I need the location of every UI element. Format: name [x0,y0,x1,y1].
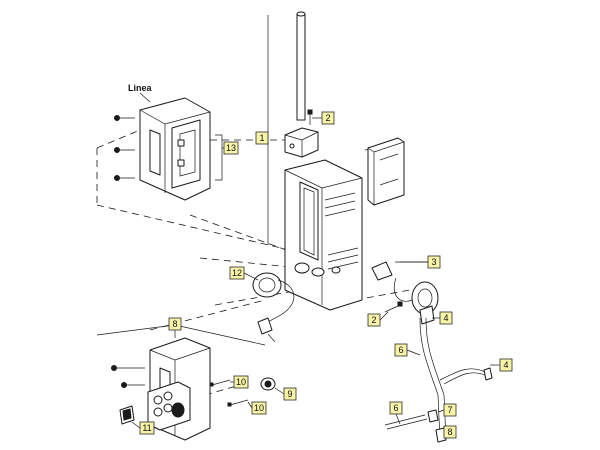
callout-13: 13 [222,141,239,155]
svg-text:6: 6 [393,403,398,413]
svg-text:13: 13 [226,143,236,153]
screws-casing [114,115,135,181]
linea-leader [139,92,151,103]
screw-2-lower [384,301,403,313]
knob-9 [260,377,276,391]
svg-text:11: 11 [142,423,151,433]
valve-control-assembly [371,261,439,325]
gas-pipes [384,317,493,443]
callout-8-panel: 8 [168,317,182,338]
callout-10-lower: 10 [247,401,267,415]
callout-8-pipe: 8 [443,425,457,439]
screws-10 [209,379,249,407]
svg-text:2: 2 [371,315,376,325]
callout-6-upper: 6 [394,343,421,357]
callout-2-top: 2 [312,111,335,125]
screw-2-top [307,109,313,125]
callout-2-lower: 2 [367,311,389,327]
clamp-block [284,127,319,158]
vertical-rod [296,11,306,121]
callout-9: 9 [274,387,297,401]
svg-text:4: 4 [443,313,448,323]
round-sensor [252,272,295,343]
callout-3: 3 [395,255,441,269]
callout-12: 12 [229,266,259,281]
svg-text:8: 8 [447,427,452,437]
svg-text:2: 2 [325,113,330,123]
svg-text:3: 3 [431,257,436,267]
svg-text:7: 7 [447,405,452,415]
callout-10-upper: 10 [230,375,249,389]
svg-text:4: 4 [503,360,508,370]
side-cover-panel [367,137,405,206]
svg-text:10: 10 [236,377,246,387]
callout-4-pipe: 4 [490,358,513,372]
svg-text:10: 10 [254,403,264,413]
svg-text:6: 6 [398,345,403,355]
front-casing-plate [139,97,211,201]
rocker-switch [119,405,135,425]
main-housing [284,159,363,311]
callout-7: 7 [437,403,457,417]
linea-label: Linea [128,83,153,93]
svg-text:1: 1 [259,133,264,143]
svg-text:12: 12 [232,268,242,278]
callout-6-lower: 6 [389,401,403,425]
callout-4-valve: 4 [432,311,453,325]
svg-text:8: 8 [172,319,177,329]
callout-1: 1 [255,131,269,145]
screws-panel [111,365,145,388]
callout-11: 11 [131,421,155,435]
svg-text:9: 9 [287,389,292,399]
control-panel-bezel [147,337,211,441]
